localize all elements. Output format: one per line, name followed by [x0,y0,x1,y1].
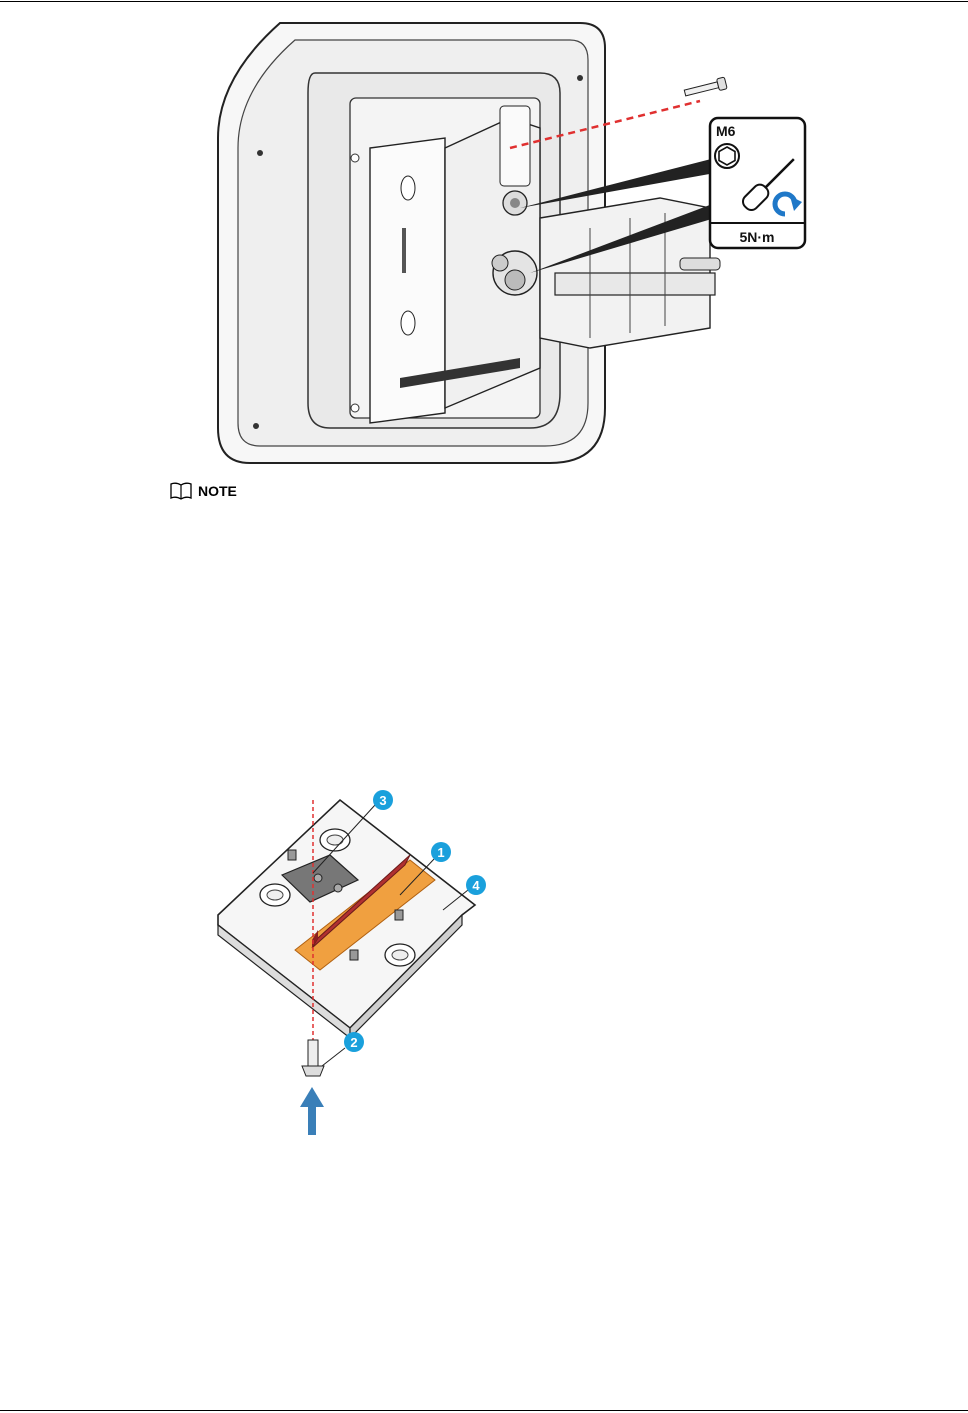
shell-screw [257,150,263,156]
plate-slot [401,311,415,335]
mounting-screw [302,1040,324,1076]
shell-screw [577,75,583,81]
header-rule [0,1,968,2]
clamp-rod [680,258,720,270]
leader-line [322,1048,345,1066]
footer-rule [0,1410,968,1411]
hex-socket-icon-inner [719,147,735,165]
svg-text:3: 3 [379,793,386,808]
svg-text:2: 2 [350,1035,357,1050]
plate-hole [327,835,343,845]
note-heading: NOTE [170,482,237,500]
pivot-bolt-core [510,198,520,208]
shell-screw [253,423,259,429]
bolt-size-label: M6 [716,123,736,139]
callout-badge-2: 2 [344,1032,364,1052]
clamp-rail [555,273,715,295]
torque-value: 5N·m [739,229,774,245]
up-arrow-shaft [308,1105,316,1135]
hinge-washer [492,255,508,271]
clamp-screw [314,874,322,882]
bracket-assembly-figure: 3 1 4 2 [200,780,510,1140]
svg-text:1: 1 [437,845,444,860]
shell-screw [351,154,359,162]
plate-hole [392,950,408,960]
bolt [684,77,728,99]
clamp-screw [334,884,342,892]
up-arrow-head [300,1087,324,1107]
hinge-nut [505,270,525,290]
svg-text:4: 4 [472,878,480,893]
callout-badge-4: 4 [466,875,486,895]
plate-slot [402,228,406,273]
plate-slot [401,176,415,200]
shell-screw [351,404,359,412]
book-icon [170,482,192,500]
plate-tab [350,950,358,960]
callout-badge-3: 3 [373,790,393,810]
plate-hole [267,890,283,900]
callout-badge-1: 1 [431,842,451,862]
note-label: NOTE [198,483,237,499]
plate-tab [288,850,296,860]
plate-tab [395,910,403,920]
antenna-mount-figure: M6 5N·m [210,18,810,473]
